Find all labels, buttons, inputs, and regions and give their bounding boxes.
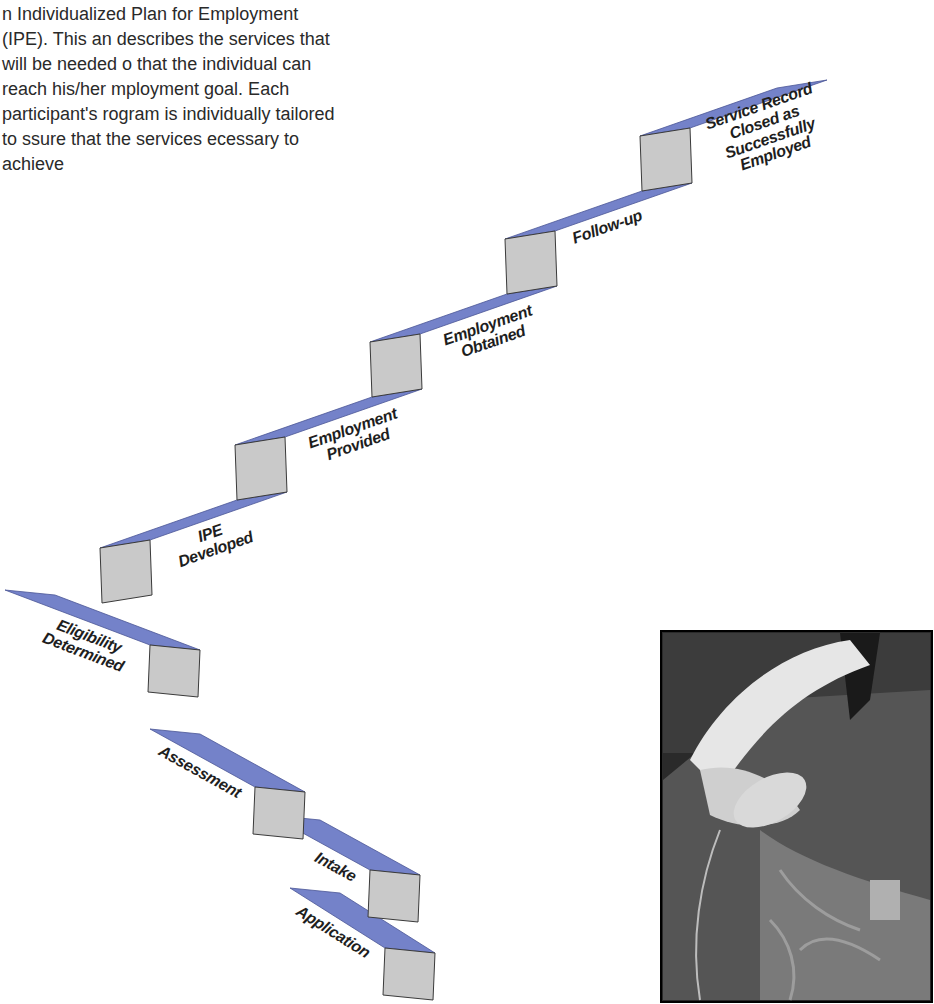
stair-step: Employment Provided [235,389,422,500]
step-riser [368,870,420,922]
step-riser [148,645,200,697]
stair-step: Assessment [150,729,305,839]
step-riser [253,787,305,839]
step-riser [383,948,435,1000]
step-label: Employment Obtained [435,300,545,366]
step-riser [100,540,152,603]
step-riser [235,437,287,500]
stair-step: Follow-up [505,183,692,294]
step-riser [370,334,422,397]
stair-step: IPE Developed [100,492,287,603]
step-riser [640,128,692,191]
step-riser [505,231,557,294]
stair-step: Employment Obtained [370,286,557,397]
stair-step: Eligibility Determined [5,590,200,697]
step-label: Employment Provided [300,403,410,469]
step-label: Service Record Closed as Successfully Em… [700,79,834,182]
body-text: n Individualized Plan for Employment (IP… [2,2,347,177]
stair-step: Service Record Closed as Successfully Em… [640,80,827,191]
